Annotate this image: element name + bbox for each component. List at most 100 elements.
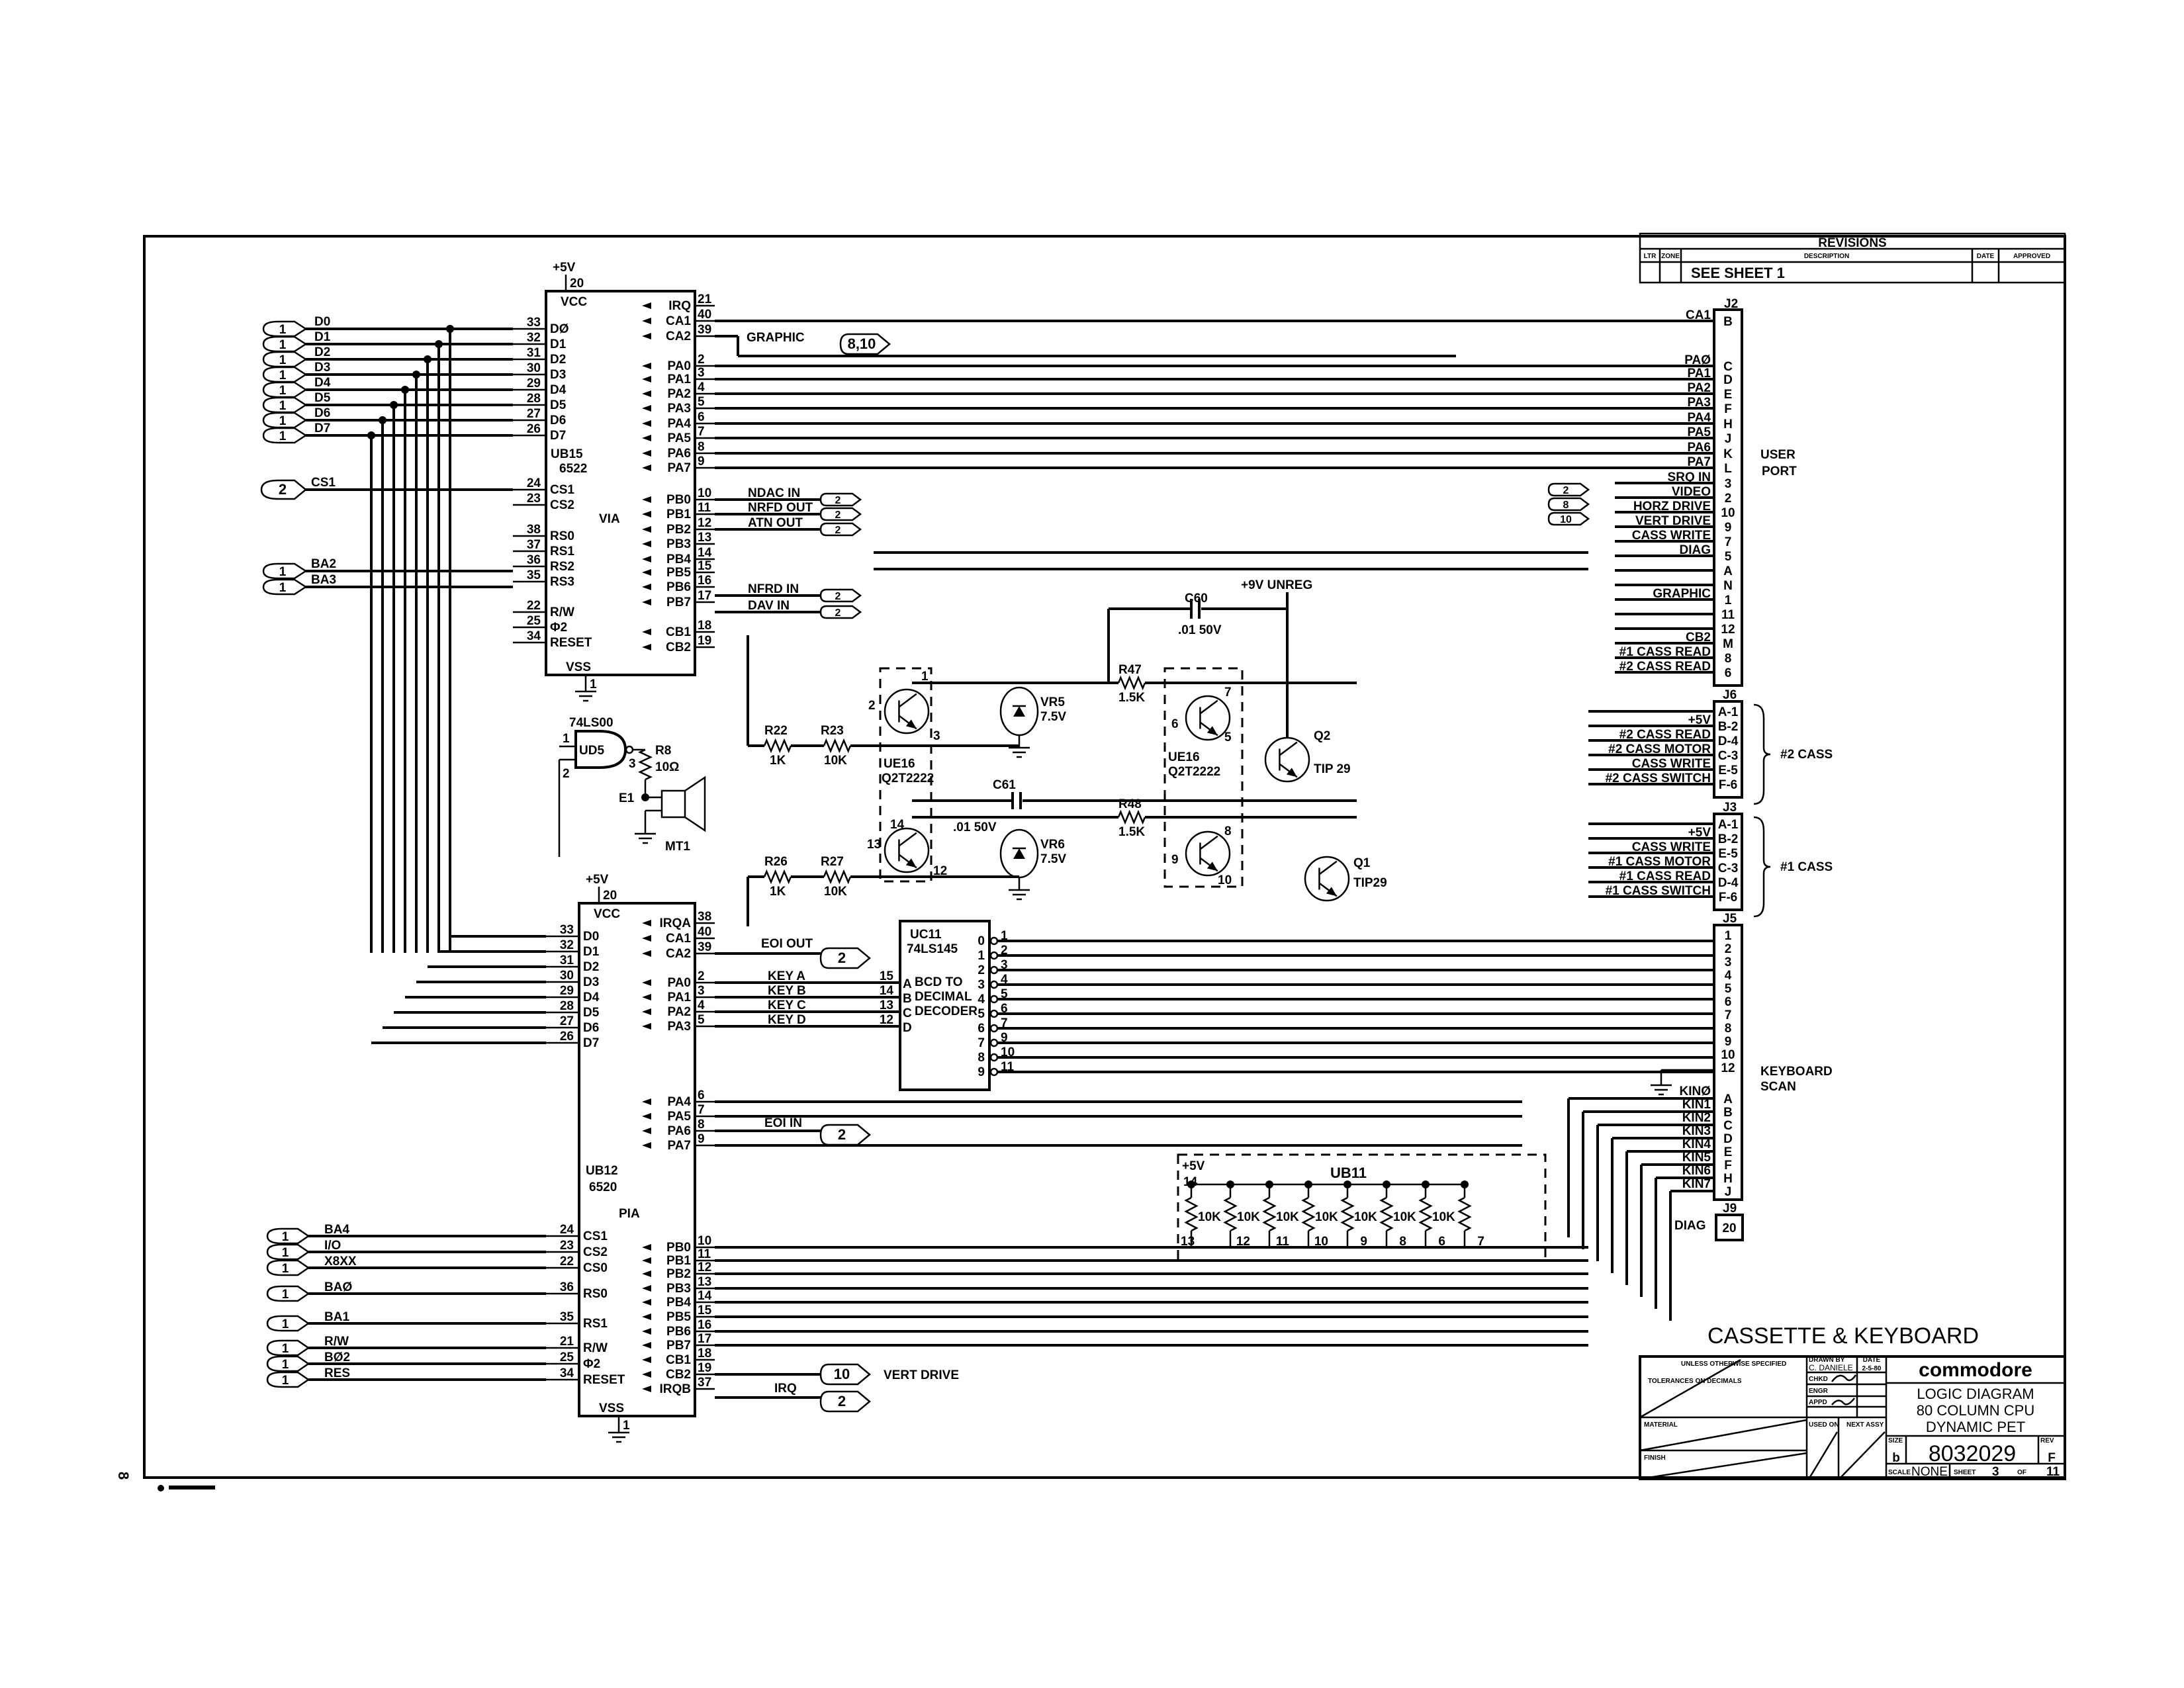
decoder-desc: BCD TO — [915, 975, 962, 989]
offsheet-connector — [266, 1259, 310, 1276]
pin-number: 5 — [698, 395, 705, 409]
pin-label: C — [1723, 1119, 1733, 1133]
resistor-icon — [1301, 1196, 1316, 1232]
pin-number: 12 — [698, 516, 711, 530]
eoi-in-offsheet — [819, 1124, 871, 1146]
pin-label: A — [1723, 564, 1733, 578]
pin-name: CS2 — [583, 1245, 608, 1259]
pin-arrow-icon — [642, 1098, 651, 1105]
inversion-bubble-icon — [625, 745, 634, 754]
size-value: b — [1892, 1451, 1900, 1465]
pin-number: 38 — [527, 523, 541, 537]
signal-label: VIDEO — [1672, 485, 1711, 499]
pin-number: 36 — [560, 1280, 574, 1294]
j2-title: USER — [1760, 448, 1796, 462]
transistor-collector — [898, 693, 917, 708]
pin-arrow-icon — [642, 405, 651, 412]
pin-number: 14 — [698, 546, 712, 560]
signal-label: KIN3 — [1682, 1124, 1711, 1138]
j2-offsheet — [1547, 482, 1590, 497]
ue16-transistor-c — [1185, 695, 1231, 741]
pin-number: 9 — [1001, 1031, 1008, 1045]
j3-title: #1 CASS — [1780, 860, 1833, 874]
pin-number: 30 — [560, 969, 574, 983]
pack-pin: 9 — [1360, 1235, 1367, 1249]
j3-brace — [1753, 816, 1771, 918]
pin-label: C-3 — [1718, 862, 1739, 875]
signal-label: #1 CASS MOTOR — [1608, 855, 1711, 869]
signal-label: KIN2 — [1682, 1111, 1711, 1125]
pin-arrow-icon — [642, 1008, 651, 1015]
resistor-value: 10K — [824, 885, 847, 899]
pin-number: 15 — [880, 969, 894, 983]
signal-label: #1 CASS READ — [1619, 645, 1711, 659]
chip-ref: UB15 — [551, 447, 583, 461]
signal-label: RES — [324, 1366, 350, 1380]
pin-name: Φ2 — [550, 621, 567, 635]
pin-name: PA6 — [667, 1124, 691, 1138]
ue16-right-outline — [1163, 667, 1244, 888]
pin-arrow-icon — [642, 994, 651, 1000]
pin-name: PA1 — [667, 991, 691, 1004]
pin-number: 28 — [560, 999, 574, 1013]
inversion-bubble-icon — [989, 965, 999, 975]
pin-number: 25 — [560, 1351, 574, 1364]
pin-number: 5 — [698, 1013, 705, 1027]
resistor-icon — [1379, 1196, 1394, 1232]
pin-arrow-icon — [642, 420, 651, 427]
connector-sheet: 1 — [279, 323, 287, 337]
pin-name: PB5 — [666, 566, 691, 580]
pin-arrow-icon — [642, 1257, 651, 1264]
cap-ref: C61 — [993, 778, 1016, 792]
pin-number: 39 — [698, 940, 711, 954]
j3-ref: J3 — [1723, 801, 1737, 815]
signal-label: D5 — [314, 391, 331, 405]
decoder-body — [899, 920, 991, 1091]
pack-pin: 13 — [1181, 1235, 1195, 1249]
pin-name: PA7 — [667, 461, 691, 475]
emitter-arrow-icon — [905, 719, 917, 729]
pack-ref: UB11 — [1330, 1165, 1367, 1181]
signal-label: GRAPHIC — [1653, 587, 1711, 601]
connector-sheet: 2 — [279, 481, 287, 498]
pin-number: 7 — [1001, 1016, 1008, 1030]
title-block: UNLESS OTHERWISE SPECIFIED TOLERANCES ON… — [1639, 1355, 2066, 1480]
pin-name: RS0 — [583, 1287, 608, 1301]
pin-name: PA6 — [667, 447, 691, 461]
ue16-transistor-a — [884, 688, 930, 734]
pin-label: A — [1723, 1092, 1733, 1106]
pin-label: C — [1723, 360, 1733, 374]
cap-value: .01 50V — [1178, 623, 1222, 637]
j6-brace — [1753, 703, 1771, 805]
pin-number: 8 — [1224, 824, 1232, 838]
signal-label: PA3 — [1687, 396, 1711, 410]
pin-number: 9 — [1171, 853, 1179, 867]
pin-name: Φ2 — [583, 1357, 600, 1371]
ieee-offsheet-sheet: 2 — [835, 525, 841, 536]
output-num: 6 — [978, 1022, 985, 1036]
pin-label: E-5 — [1718, 764, 1738, 777]
pin-label: F-6 — [1719, 891, 1738, 905]
signal-label: PA2 — [1687, 381, 1711, 395]
signal-label: KIN6 — [1682, 1164, 1711, 1178]
edge-connectors: J2USERPORTBCA1CPAØDPA1EPA2FPA3HPA4JPA5KP… — [1547, 297, 1833, 1241]
pin-number: 29 — [560, 984, 574, 998]
pin-name: D1 — [550, 337, 567, 351]
pack-pin: 8 — [1399, 1235, 1406, 1249]
pin-name: D — [903, 1021, 912, 1035]
signal-label: CA1 — [1686, 308, 1711, 322]
pin-name: PB1 — [666, 1254, 691, 1268]
signature-chkd — [1831, 1374, 1857, 1382]
pin-name: B — [903, 992, 912, 1006]
pack-value: 10K — [1315, 1210, 1338, 1224]
pin-label: E — [1724, 388, 1733, 402]
j6-title: #2 CASS — [1780, 748, 1833, 762]
pin-number: 27 — [527, 407, 541, 421]
pin-label: N — [1723, 579, 1733, 593]
pack-value: 10K — [1237, 1210, 1260, 1224]
pin-name: D6 — [583, 1021, 599, 1035]
pin-name: PA1 — [667, 373, 691, 386]
j2-offsheet-sheet: 8 — [1563, 500, 1569, 511]
signal-label: D0 — [314, 315, 330, 329]
supply-label: +5V — [1182, 1159, 1205, 1173]
